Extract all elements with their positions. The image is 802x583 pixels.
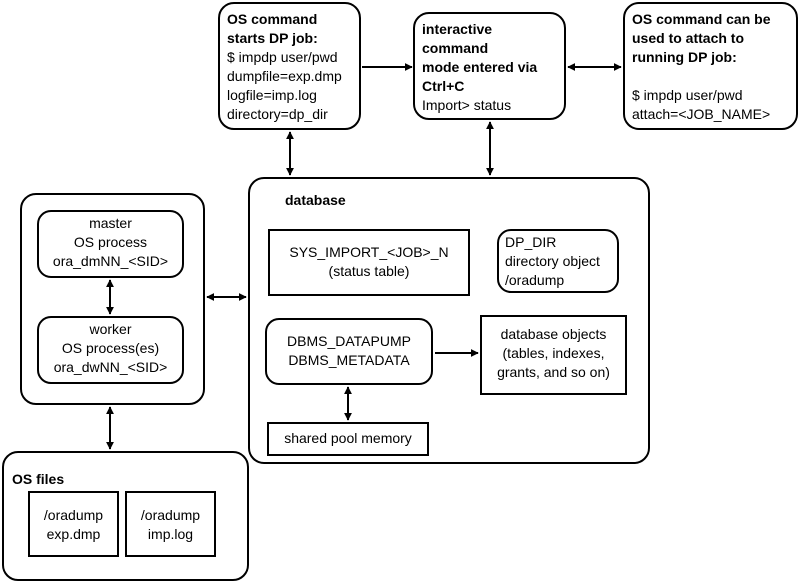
os-files-title: OS files: [12, 471, 65, 487]
worker-line-1: worker: [89, 321, 132, 337]
master-line-3: ora_dmNN_<SID>: [52, 253, 169, 269]
status-table-line-2: (status table): [328, 263, 410, 279]
os-file-exp-dir: /oradump: [43, 507, 104, 523]
status-table-box: [268, 229, 470, 296]
worker-line-2: OS process(es): [61, 340, 160, 356]
os-file-imp-box: [125, 491, 216, 557]
shared-pool-box: [267, 422, 429, 456]
os-command-attach-title-2: used to attach to: [632, 30, 745, 46]
os-file-imp-name: imp.log: [147, 526, 194, 542]
master-line-1: master: [89, 215, 132, 231]
database-objects-text: database objects (tables, indexes, grant…: [480, 325, 627, 382]
interactive-line-1: Import> status: [422, 97, 512, 113]
os-command-attach-text: OS command can be used to attach to runn…: [632, 10, 770, 124]
interactive-title-4: Ctrl+C: [422, 78, 465, 94]
dbms-packages-box: [265, 318, 433, 385]
database-objects-line-1: database objects: [500, 326, 607, 342]
os-command-attach-title-1: OS command can be: [632, 11, 771, 27]
shared-pool-label: shared pool memory: [284, 430, 412, 446]
dp-dir-text: DP_DIR directory object /oradump: [505, 233, 600, 290]
os-command-attach-line-2: attach=<JOB_NAME>: [632, 106, 771, 122]
database-objects-box: [480, 315, 627, 395]
os-file-exp-text: /oradump exp.dmp: [28, 506, 119, 544]
worker-process-box: [37, 316, 184, 384]
os-command-attach-line-1: $ impdp user/pwd: [632, 87, 743, 103]
interactive-title-2: command: [422, 40, 489, 56]
os-command-start-box: [218, 2, 361, 130]
dbms-datapump-label: DBMS_DATAPUMP: [287, 333, 411, 349]
interactive-title-3: mode entered via: [422, 59, 538, 75]
os-command-start-line-2: dumpfile=exp.dmp: [227, 68, 342, 84]
master-process-box: [37, 210, 184, 278]
dp-dir-line-3: /oradump: [505, 272, 565, 288]
os-file-imp-text: /oradump imp.log: [125, 506, 216, 544]
dbms-metadata-label: DBMS_METADATA: [288, 352, 410, 368]
os-command-attach-box: [623, 2, 798, 130]
os-file-exp-name: exp.dmp: [46, 526, 101, 542]
dbms-packages-text: DBMS_DATAPUMP DBMS_METADATA: [265, 332, 433, 370]
os-command-start-line-1: $ impdp user/pwd: [227, 49, 338, 65]
worker-line-3: ora_dwNN_<SID>: [53, 359, 168, 375]
master-process-text: master OS process ora_dmNN_<SID>: [37, 214, 184, 271]
os-command-start-title-2: starts DP job:: [227, 30, 318, 46]
os-command-attach-title-3: running DP job:: [632, 49, 737, 65]
os-command-start-title-1: OS command: [227, 11, 318, 27]
interactive-title-1: interactive: [422, 21, 493, 37]
status-table-text: SYS_IMPORT_<JOB>_N (status table): [268, 243, 470, 281]
database-objects-line-3: grants, and so on): [497, 364, 610, 380]
database-title: database: [285, 192, 346, 208]
os-command-start-line-4: directory=dp_dir: [227, 106, 328, 122]
interactive-mode-text: interactive command mode entered via Ctr…: [422, 20, 537, 115]
os-command-start-line-3: logfile=imp.log: [227, 87, 317, 103]
os-file-imp-dir: /oradump: [140, 507, 201, 523]
worker-process-text: worker OS process(es) ora_dwNN_<SID>: [37, 320, 184, 377]
master-line-2: OS process: [73, 234, 148, 250]
dp-dir-box: [497, 229, 619, 293]
os-file-exp-box: [28, 491, 119, 557]
database-objects-line-2: (tables, indexes,: [502, 345, 605, 361]
dp-dir-line-1: DP_DIR: [505, 234, 557, 250]
dp-dir-line-2: directory object: [505, 253, 600, 269]
status-table-line-1: SYS_IMPORT_<JOB>_N: [289, 244, 449, 260]
os-command-start-text: OS command starts DP job: $ impdp user/p…: [227, 10, 342, 124]
interactive-mode-box: [413, 12, 566, 120]
